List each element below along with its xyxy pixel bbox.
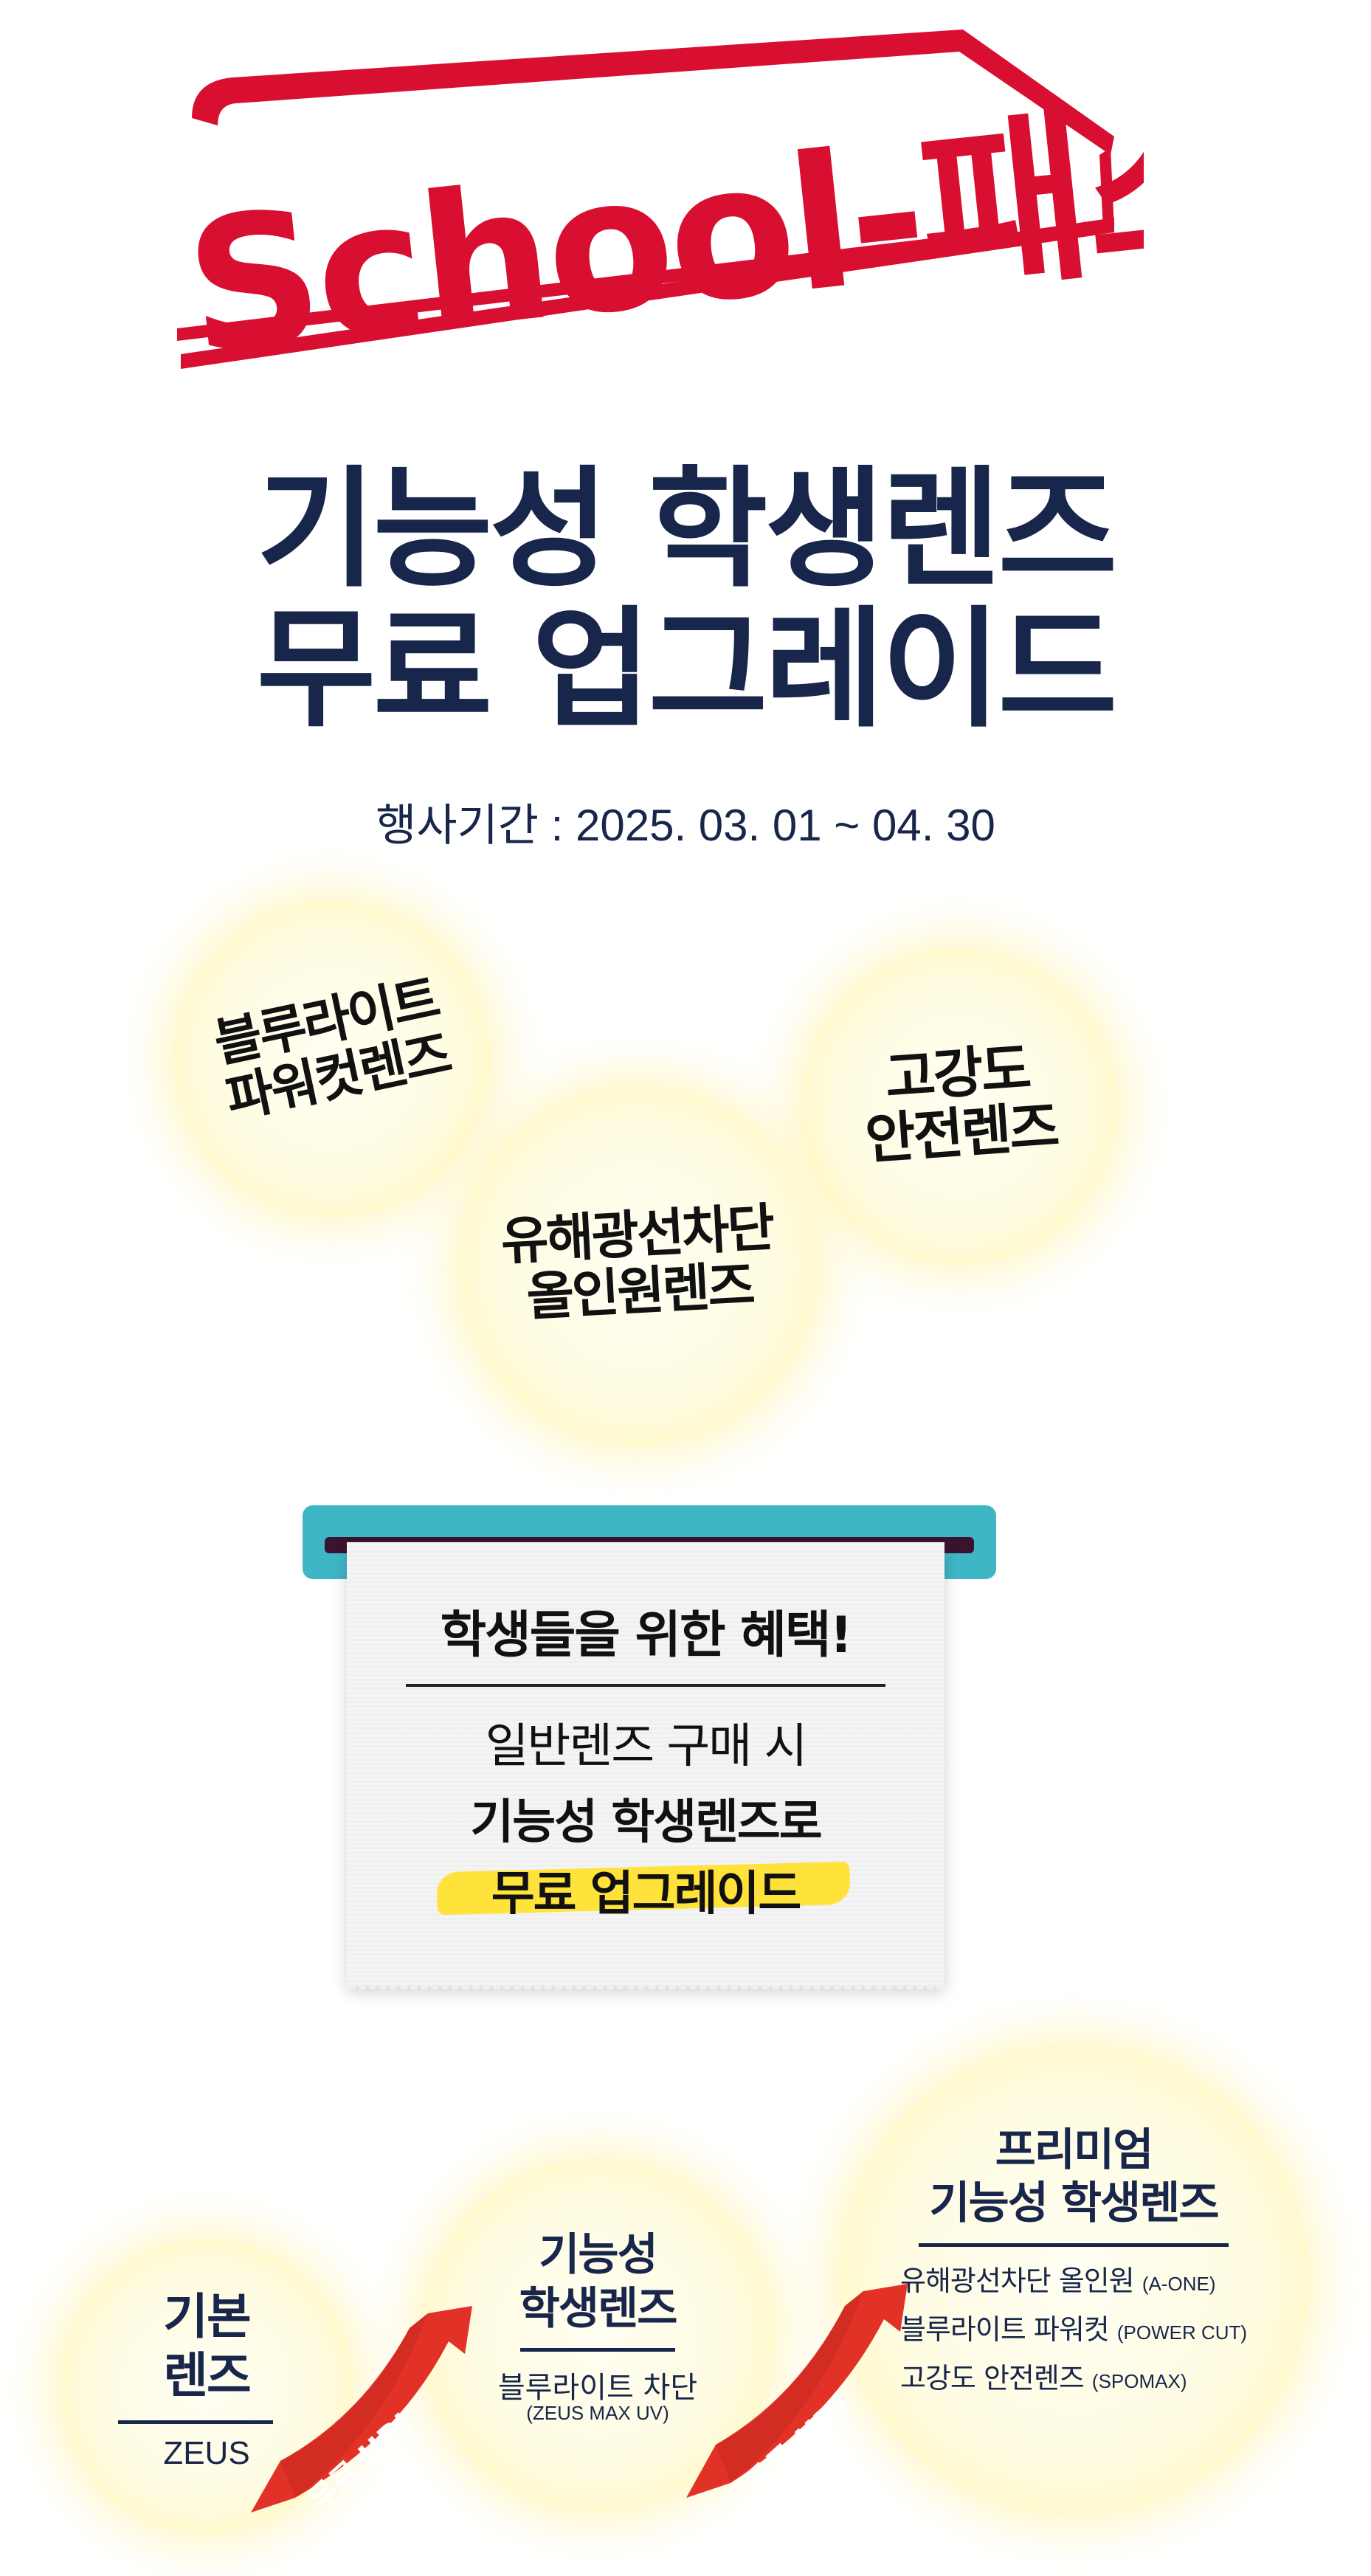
receipt-torn-edge: [347, 1985, 944, 1995]
feature-name: 블루라이트 파워컷: [900, 2313, 1110, 2346]
receipt-line-1: 일반렌즈 구매 시: [485, 1719, 808, 1774]
headline-line-1: 기능성 학생렌즈: [256, 454, 1118, 605]
feature-item: 고강도 안전렌즈 (SPOMAX): [900, 2355, 1284, 2404]
feature-item: 유해광선차단 올인원 (A-ONE): [900, 2258, 1284, 2307]
feature-code: (A-ONE): [1142, 2273, 1216, 2295]
feature-code: (SPOMAX): [1091, 2370, 1187, 2392]
receipt-line-3: 무료 업그레이드: [491, 1867, 801, 1921]
tier-functional-title-1: 기능성: [539, 2229, 658, 2281]
free-up-arrow-2: 무료 UP!: [686, 2284, 908, 2498]
feature-item: 블루라이트 파워컷 (POWER CUT): [900, 2307, 1284, 2355]
feature-name: 유해광선차단 올인원: [900, 2265, 1135, 2297]
tier-functional-sub-en: (ZEUS MAX UV): [526, 2402, 669, 2424]
tier-functional-title-2: 학생렌즈: [519, 2283, 678, 2335]
receipt-title: 학생들을 위한 혜택!: [440, 1606, 853, 1665]
tier-premium-divider: [919, 2243, 1229, 2247]
tier-premium-features: 유해광선차단 올인원 (A-ONE) 블루라이트 파워컷 (POWER CUT)…: [900, 2258, 1284, 2404]
tier-basic: 기본 렌즈 ZEUS: [59, 2240, 354, 2535]
tier-basic-divider: [118, 2420, 273, 2424]
bubble-allinone: 유해광선차단 올인원렌즈: [457, 1085, 819, 1446]
free-up-arrow-1: 무료 UP!: [251, 2306, 472, 2513]
bubble-safety: 고강도 안전렌즈: [801, 948, 1118, 1265]
tier-functional-divider: [520, 2348, 675, 2352]
tier-functional-sub: 블루라이트 차단: [497, 2371, 698, 2405]
feature-name: 고강도 안전렌즈: [900, 2362, 1085, 2394]
receipt-divider: [406, 1684, 885, 1687]
headline-line-2: 무료 업그레이드: [256, 594, 1118, 745]
school-pass-logo: School-패스: [177, 30, 1144, 397]
bubble-bluelight: 블루라이트 파워컷렌즈: [173, 900, 491, 1218]
feature-code: (POWER CUT): [1116, 2321, 1248, 2344]
tier-functional: 기능성 학생렌즈 블루라이트 차단 (ZEUS MAX UV): [421, 2158, 775, 2513]
tier-premium-title-1: 프리미엄: [995, 2124, 1154, 2176]
tier-basic-sub: ZEUS: [163, 2435, 250, 2471]
tier-premium-title-2: 기능성 학생렌즈: [929, 2178, 1219, 2229]
tier-basic-title-2: 렌즈: [163, 2347, 251, 2404]
tier-basic-title-1: 기본: [163, 2288, 251, 2345]
event-period: 행사기간 : 2025. 03. 01 ~ 04. 30: [376, 801, 995, 850]
receipt-line-2: 기능성 학생렌즈로: [470, 1795, 822, 1850]
tier-premium: 프리미엄 기능성 학생렌즈 유해광선차단 올인원 (A-ONE) 블루라이트 파…: [838, 2044, 1310, 2516]
logo-text: School-패스: [177, 72, 1144, 396]
